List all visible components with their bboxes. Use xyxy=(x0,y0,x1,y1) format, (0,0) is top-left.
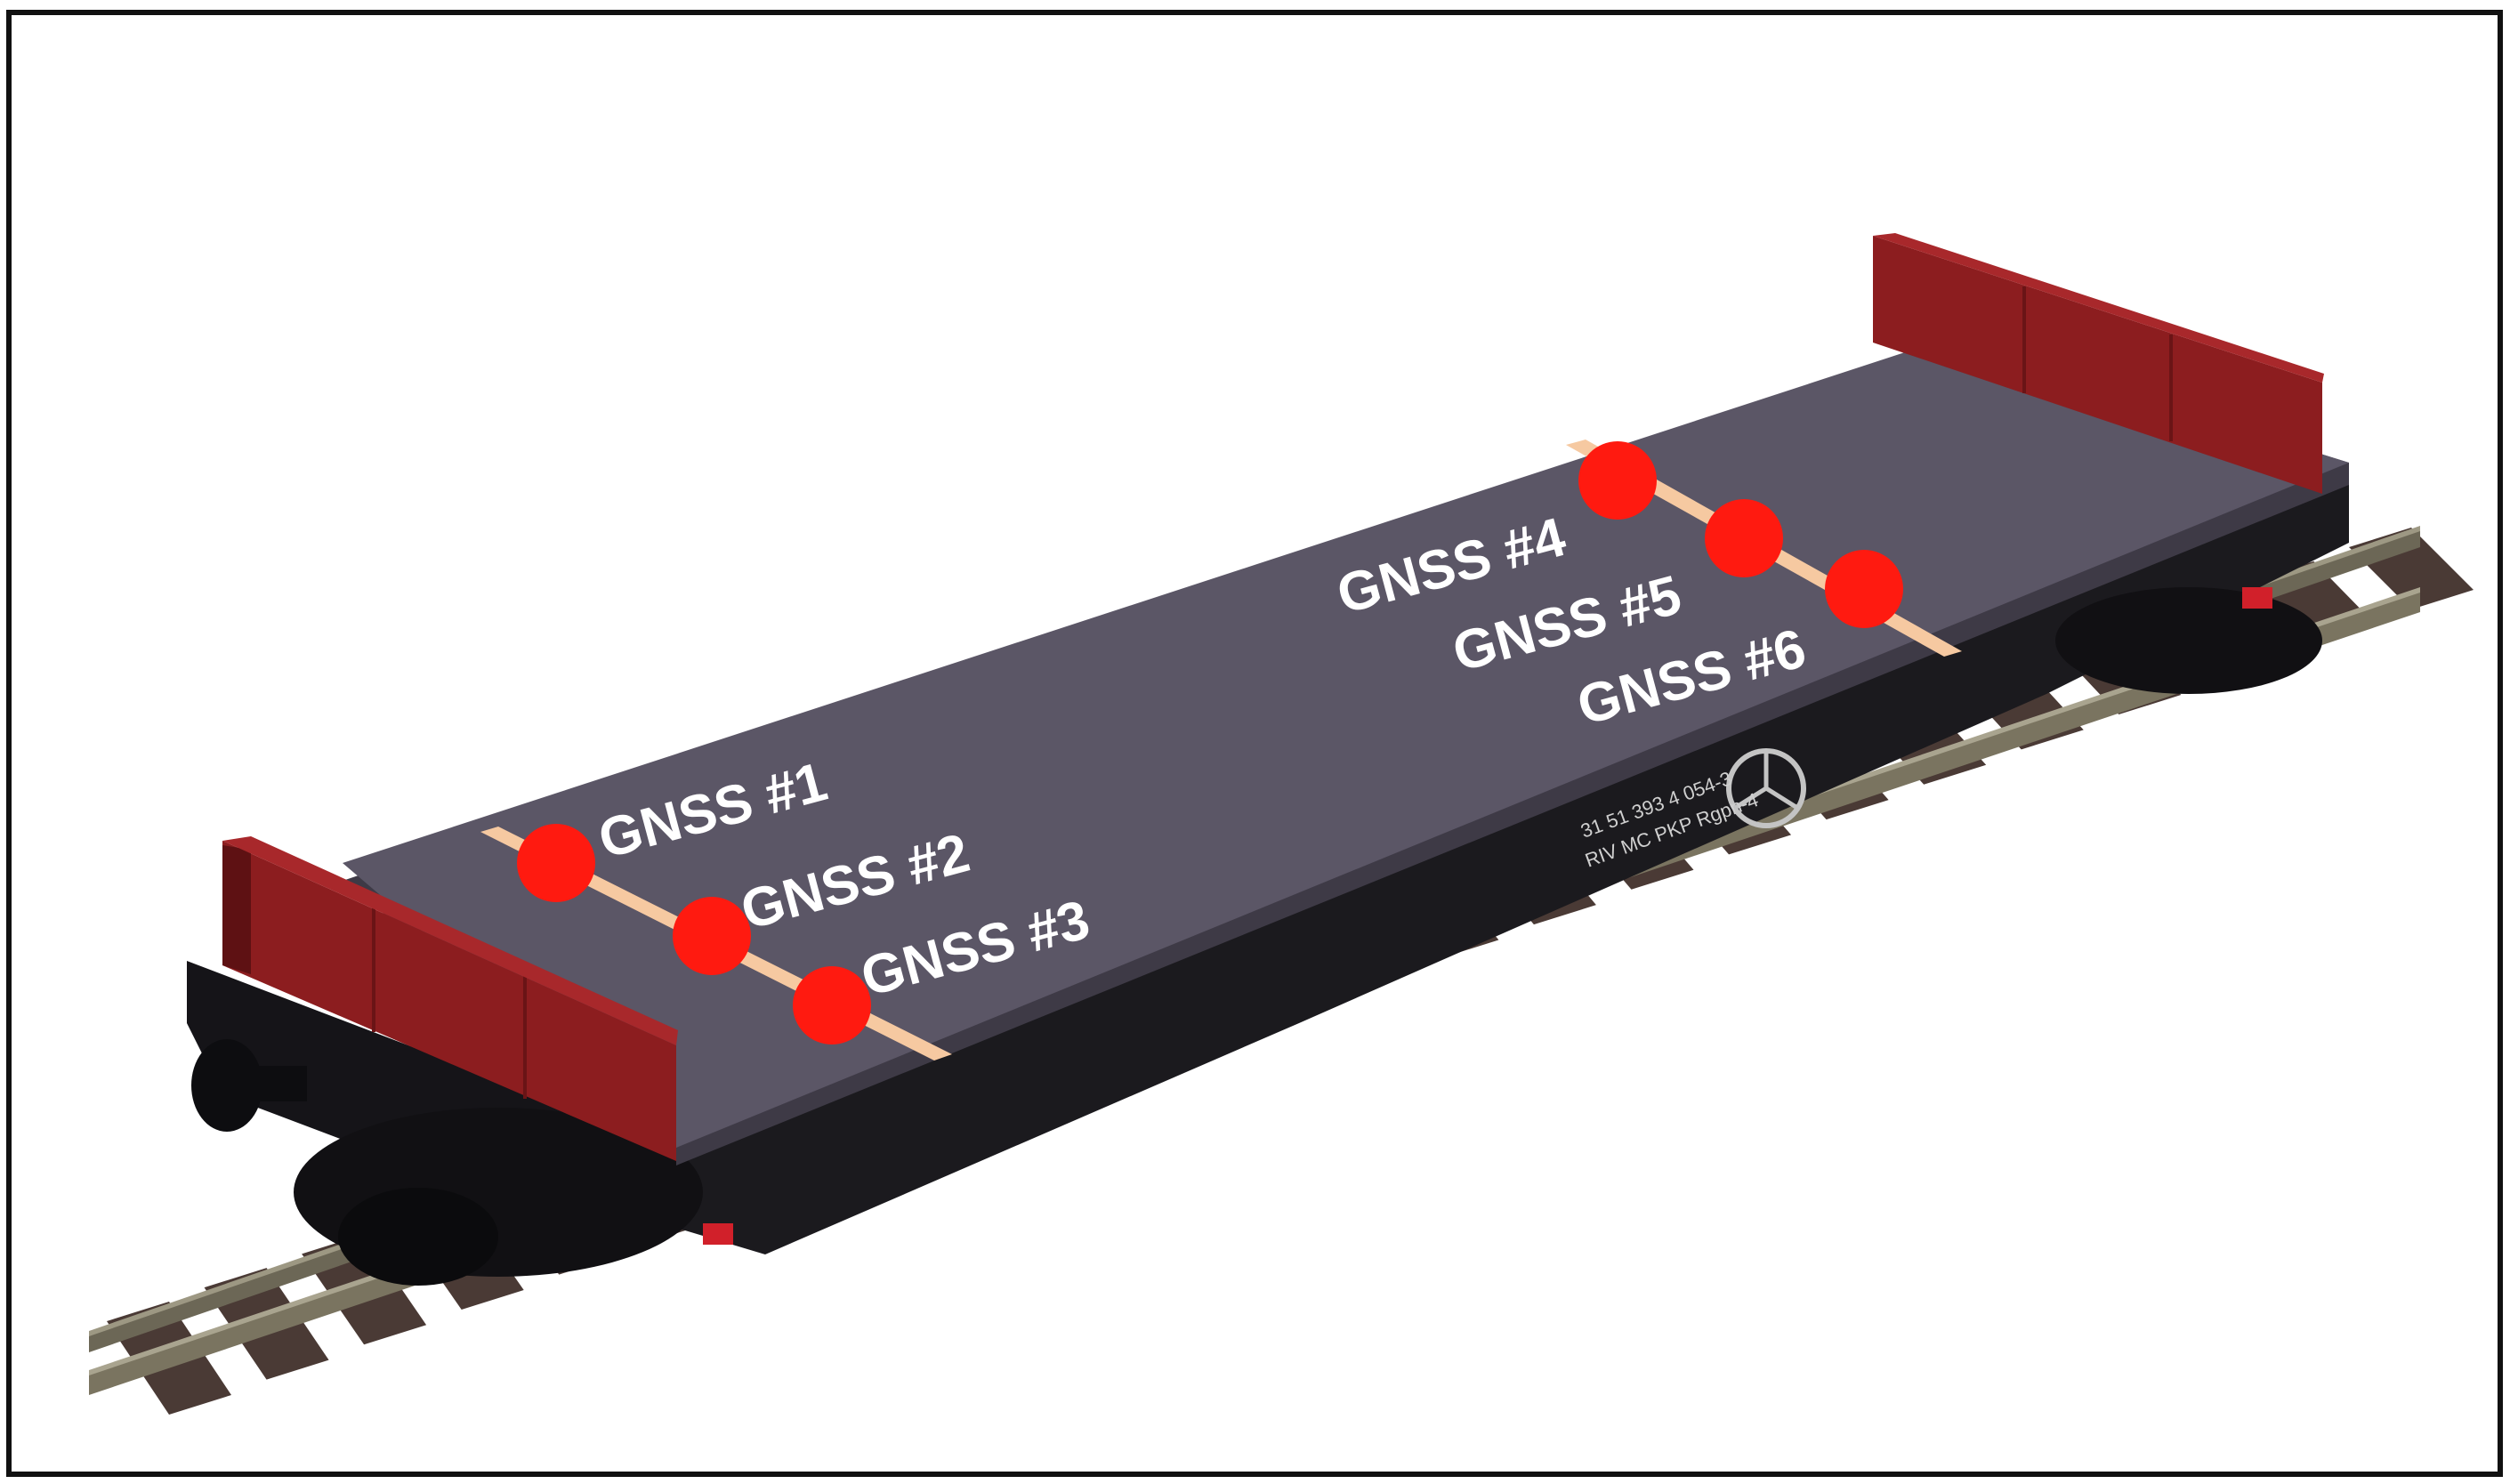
brake-handwheel xyxy=(1726,748,1806,828)
brake-handwheel-spoke-2 xyxy=(1733,786,1768,811)
gnss-5-marker xyxy=(1705,499,1783,577)
bogie-right xyxy=(2055,587,2322,694)
end-wall-left xyxy=(222,836,678,1161)
end-wall-right-top xyxy=(1873,233,2324,383)
tail-lamp-left xyxy=(703,1223,733,1245)
buffer-left-stem xyxy=(227,1066,307,1101)
gnss-4-marker xyxy=(1578,441,1657,520)
side-sill xyxy=(676,476,2349,1254)
brake-handwheel-spoke-3 xyxy=(1764,786,1799,811)
flatcar-deck xyxy=(343,338,2349,1148)
gnss-6-marker xyxy=(1825,550,1903,628)
gnss-1-marker xyxy=(517,824,595,902)
end-wall-left-top xyxy=(222,836,678,1045)
gnss-3-marker xyxy=(793,966,871,1044)
end-wall-right-panel xyxy=(1873,236,2322,494)
gnss-2-marker xyxy=(673,897,751,975)
tail-lamp-right xyxy=(2242,587,2272,609)
end-wall-right xyxy=(1873,233,2324,494)
end-wall-left-face xyxy=(222,845,251,974)
bogie-left-wheel xyxy=(338,1188,498,1286)
end-wall-left-panel xyxy=(222,841,676,1161)
